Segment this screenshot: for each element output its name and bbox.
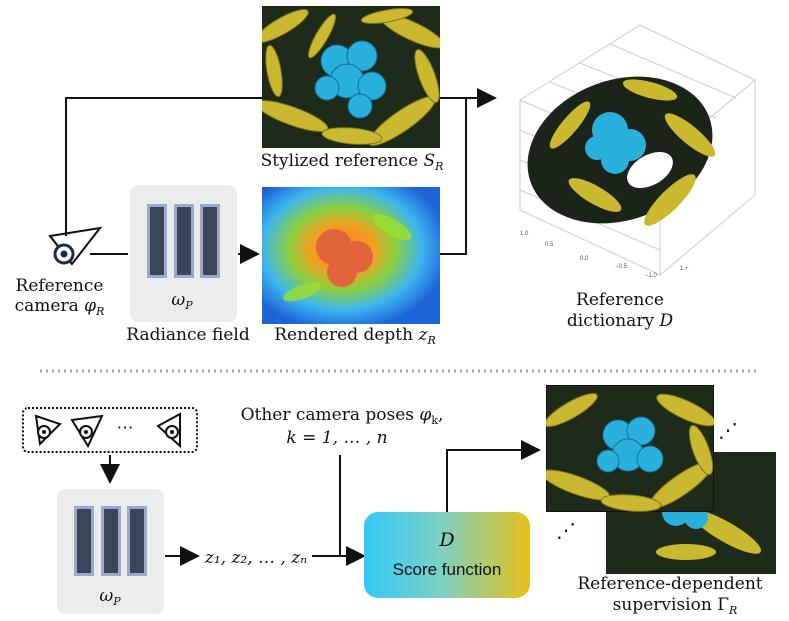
- stylized-reference-image: [262, 6, 440, 148]
- other-poses-label-line2: k = 1, … , n: [286, 428, 388, 448]
- poses-to-score-arrow: [339, 455, 366, 566]
- plot-tick-label: 0.0: [580, 256, 589, 262]
- supervision-image-front: [546, 385, 714, 512]
- supervision-label-line1: Reference-dependent: [577, 574, 763, 594]
- plot-tick-label: −0.5: [615, 264, 628, 270]
- plot-tick-label: −1.0: [645, 273, 658, 279]
- score-to-supervision-arrow: [446, 440, 541, 512]
- dictionary-label-line1: Reference: [576, 290, 664, 310]
- stack-dots-right: ⋰: [718, 418, 738, 442]
- reference-dictionary-plot: 1.0 0.5 0.0 −0.5 −1.0 1.+: [518, 24, 756, 279]
- z-list-label: z₁, z₂, … , zₙ: [204, 548, 308, 568]
- dictionary-label-line2: dictionary D: [566, 311, 674, 331]
- omega-p-label-bottom: ωP: [99, 586, 121, 609]
- stack-dots-left: ⋰: [556, 518, 576, 542]
- score-function-label: Score function: [392, 560, 502, 579]
- reference-camera-label-line1: Reference: [15, 276, 104, 296]
- field-bar: [174, 204, 194, 278]
- score-function-box: [364, 512, 530, 598]
- field-bar: [101, 506, 121, 576]
- camera-pose-icon: [70, 414, 104, 449]
- rendered-depth-image: [262, 187, 440, 324]
- camera-poses-box: [22, 407, 198, 453]
- other-poses-label-line1: Other camera poses φk,: [240, 405, 444, 428]
- camera-pose-icon: [34, 414, 62, 447]
- field-bar: [147, 204, 167, 278]
- field-bar: [127, 506, 147, 576]
- dictionary-point-cloud: [527, 76, 716, 226]
- depth-to-dictionary-line: [440, 98, 467, 255]
- plot-tick-label: 1.+: [680, 266, 689, 272]
- rendered-depth-label: Rendered depth zR: [274, 325, 436, 348]
- camera-pose-icon: [156, 412, 181, 449]
- field-bar: [74, 506, 94, 576]
- field-bar: [200, 204, 220, 278]
- supervision-label-line2: supervision ΓR: [612, 595, 738, 618]
- score-function-d: D: [439, 529, 455, 551]
- plot-tick-label: 1.0: [520, 231, 529, 237]
- reference-camera-icon: [48, 226, 103, 266]
- plot-tick-label: 0.5: [545, 242, 554, 248]
- reference-camera-label-line2: camera φR: [14, 296, 105, 319]
- camera-ellipsis: ⋯: [116, 418, 134, 438]
- omega-p-label: ωP: [171, 290, 193, 313]
- radiance-field-label: Radiance field: [126, 325, 250, 345]
- stylized-reference-label: Stylized reference SR: [260, 151, 444, 174]
